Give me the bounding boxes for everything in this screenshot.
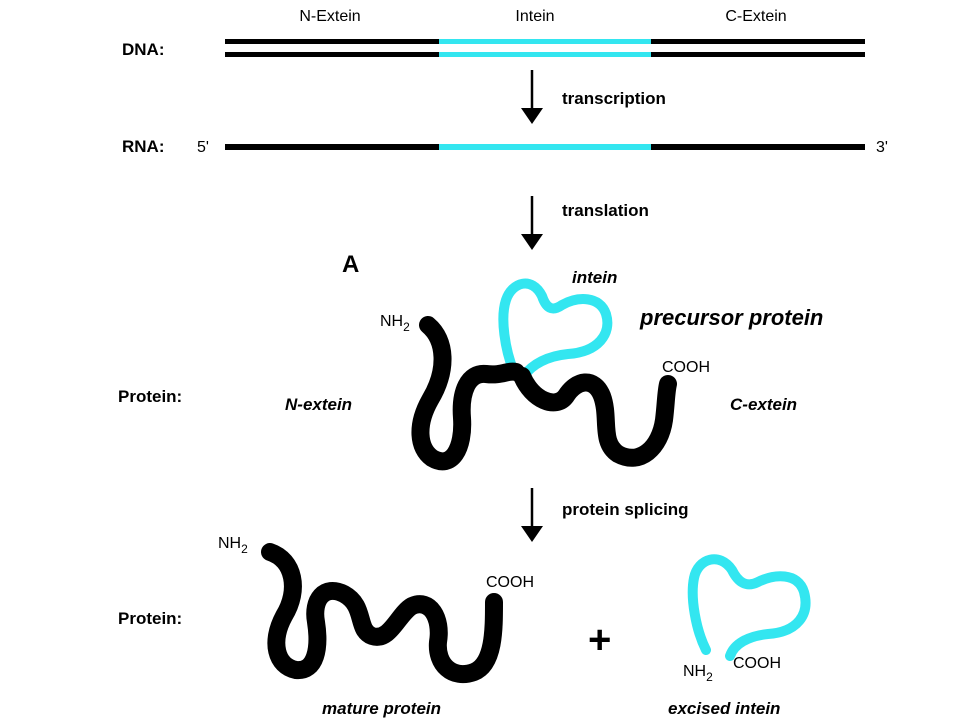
rna-three-prime-label: 3' [876,139,888,156]
rna-five-prime-label: 5' [197,139,209,156]
dna-intein-strand-top [439,39,651,44]
dna-n-extein-strand-top [225,39,439,44]
mature-protein-label: mature protein [322,699,441,718]
mature-nh2-label: NH2 [218,535,248,556]
rna-label: RNA: [122,137,165,156]
mature-protein-chain [261,543,503,683]
rna-strand [225,144,865,150]
c-extein-header: C-Extein [725,8,786,25]
precursor-nh2-subscript: 2 [403,320,410,334]
excised-cooh-label: COOH [733,655,781,672]
translation-arrow [521,196,543,250]
protein-row-1-label: Protein: [118,387,182,406]
n-extein-header: N-Extein [299,8,360,25]
n-extein-label: N-extein [285,395,352,414]
mature-nh2-subscript: 2 [241,542,248,556]
panel-letter: A [342,251,359,278]
transcription-arrow [521,70,543,124]
protein-splicing-label: protein splicing [562,500,689,519]
mature-nh2-text: NH [218,535,241,552]
excised-nh2-label: NH2 [683,663,713,684]
rna-c-extein-segment [651,144,865,150]
excised-nh2-subscript: 2 [706,670,713,684]
excised-intein-loop [687,554,811,661]
protein-splicing-arrow [521,488,543,542]
dna-label: DNA: [122,40,165,59]
dna-n-extein-strand-bottom [225,52,439,57]
precursor-protein-title: precursor protein [639,305,823,330]
dna-intein-strand-bottom [439,52,651,57]
precursor-intein-loop [498,278,613,381]
dna-c-extein-strand-bottom [651,52,865,57]
plus-sign: + [588,618,611,662]
c-extein-label: C-extein [730,395,797,414]
transcription-label: transcription [562,89,666,108]
precursor-c-extein-chain [513,367,677,467]
translation-label: translation [562,201,649,220]
intein-header: Intein [515,8,554,25]
protein-row-2-label: Protein: [118,609,182,628]
rna-intein-segment [439,144,651,150]
precursor-cooh-label: COOH [662,359,710,376]
mature-cooh-label: COOH [486,574,534,591]
excised-nh2-text: NH [683,663,706,680]
dna-c-extein-strand-top [651,39,865,44]
rna-n-extein-segment [225,144,439,150]
excised-intein-label: excised intein [668,699,780,718]
precursor-n-extein-chain [411,316,525,471]
precursor-protein-chain [411,278,677,471]
dna-double-strand [225,39,865,57]
precursor-nh2-label: NH2 [380,313,410,334]
precursor-nh2-text: NH [380,313,403,330]
precursor-intein-label: intein [572,268,617,287]
